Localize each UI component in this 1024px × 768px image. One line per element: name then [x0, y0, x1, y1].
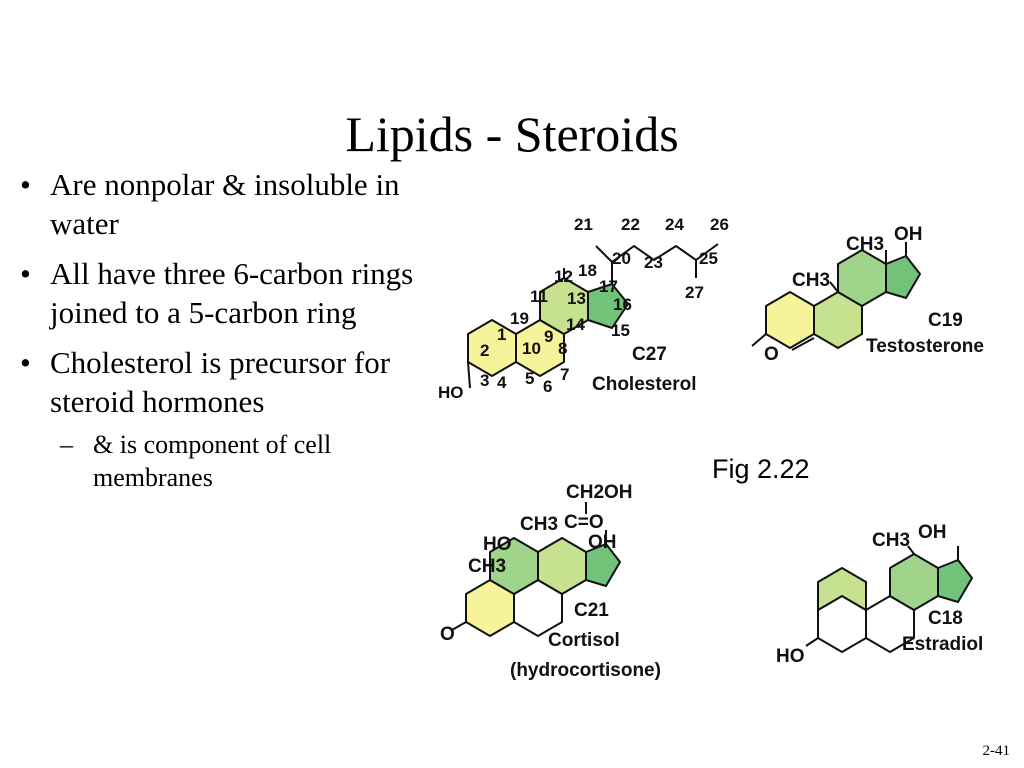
estradiol-formula: C18: [928, 608, 963, 629]
carbon-number: 1: [497, 325, 506, 344]
carbon-number: 6: [543, 377, 552, 396]
ring-a: [467, 319, 517, 377]
bullet-item: •Are nonpolar & insoluble in water: [20, 167, 400, 241]
carbon-number: 11: [530, 287, 548, 306]
carbon-number: 16: [613, 295, 632, 314]
bullet-item: •All have three 6-carbon rings joined to…: [20, 256, 414, 330]
carbon-number: 18: [578, 261, 597, 280]
carbon-number: 20: [612, 249, 631, 268]
sub-bullet-item: –& is component of cell membranes: [60, 430, 332, 492]
testosterone-structure: [751, 242, 921, 351]
ring-d: [587, 283, 629, 329]
page-number: 2-41: [982, 743, 1011, 759]
carbon-number: 12: [554, 267, 573, 286]
carbon-number: 5: [525, 369, 534, 388]
cortisol-o: O: [440, 624, 455, 645]
carbon-number: 3: [480, 371, 489, 390]
cortisol-formula: C21: [574, 600, 609, 621]
carbon-number: 2: [480, 341, 489, 360]
carbon-number: 21: [574, 215, 593, 234]
cortisol-co: C=O: [564, 512, 604, 533]
carbon-number: 7: [560, 365, 569, 384]
cortisol-ch3-top: CH3: [520, 514, 558, 535]
carbon-number: 13: [567, 289, 586, 308]
testosterone-formula: C19: [928, 310, 963, 331]
carbon-number: 8: [558, 339, 567, 358]
carbon-number: 27: [685, 283, 704, 302]
cortisol-ho: HO: [483, 534, 512, 555]
estradiol-ch3: CH3: [872, 530, 910, 551]
bullet-item: •Cholesterol is precursor for steroid ho…: [20, 345, 391, 419]
estradiol-ho: HO: [776, 646, 805, 667]
cortisol-structure: [451, 502, 621, 637]
testosterone-name: Testosterone: [866, 336, 984, 357]
carbon-number: 19: [510, 309, 529, 328]
cholesterol-formula: C27: [632, 344, 667, 365]
carbon-number: 24: [665, 215, 684, 234]
cortisol-alt-name: (hydrocortisone): [510, 660, 661, 681]
carbon-number: 23: [644, 253, 663, 272]
testosterone-ch3-left: CH3: [792, 270, 830, 291]
carbon-number: 26: [710, 215, 729, 234]
carbon-number: 4: [497, 373, 507, 392]
cortisol-name: Cortisol: [548, 630, 620, 651]
carbon-number: 25: [699, 249, 718, 268]
carbon-number: 14: [566, 315, 585, 334]
cortisol-ch3-left: CH3: [468, 556, 506, 577]
testosterone-ch3-top: CH3: [846, 234, 884, 255]
carbon-number: 9: [544, 327, 553, 346]
carbon-number: 10: [522, 339, 541, 358]
estradiol-oh: OH: [918, 522, 947, 543]
estradiol-name: Estradiol: [902, 634, 983, 655]
carbon-number: 15: [611, 321, 630, 340]
testosterone-oh: OH: [894, 224, 923, 245]
testosterone-o: O: [764, 344, 779, 365]
cortisol-oh: OH: [588, 532, 617, 553]
figure-caption: Fig 2.22: [712, 454, 810, 484]
carbon-number: 17: [599, 277, 618, 296]
cholesterol-structure: [467, 243, 719, 389]
cortisol-ch2oh: CH2OH: [566, 482, 633, 503]
bullet-list: •Are nonpolar & insoluble in water •All …: [20, 165, 440, 494]
cholesterol-ho-label: HO: [438, 383, 464, 402]
slide-title: Lipids - Steroids: [345, 106, 679, 162]
carbon-number: 22: [621, 215, 640, 234]
cholesterol-name: Cholesterol: [592, 374, 697, 395]
estradiol-structure: [805, 545, 973, 653]
